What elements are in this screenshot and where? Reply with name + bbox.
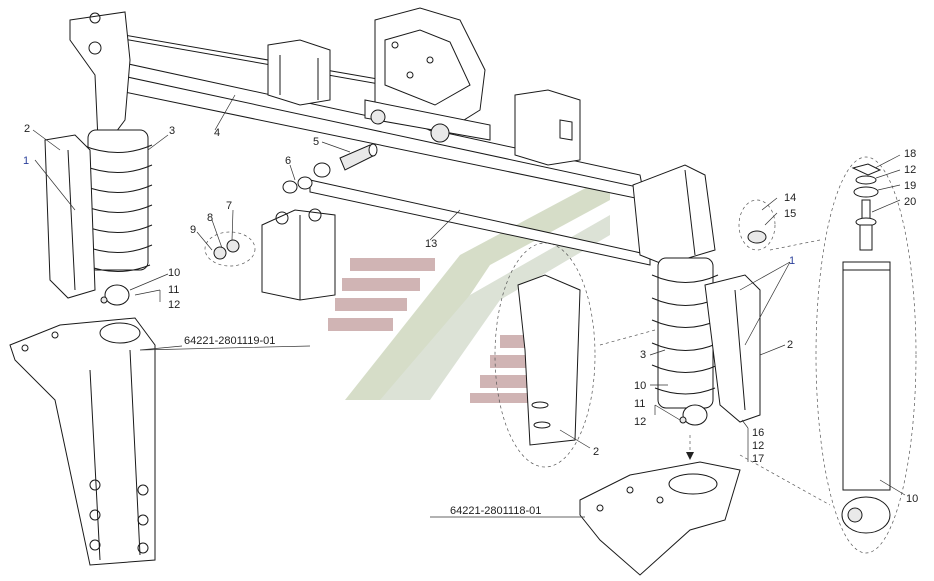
part-number-right-bracket: 64221-2801118-01 bbox=[450, 505, 541, 517]
callout-12-left: 12 bbox=[168, 299, 180, 311]
callout-8: 8 bbox=[207, 212, 213, 224]
callout-12-shock: 12 bbox=[904, 164, 916, 176]
callout-15: 15 bbox=[784, 208, 796, 220]
shock-absorber-detail bbox=[815, 156, 917, 554]
clevis-bracket bbox=[261, 208, 336, 301]
callout-11-right: 11 bbox=[634, 398, 645, 410]
callout-9: 9 bbox=[190, 224, 196, 236]
callout-2-left: 2 bbox=[24, 123, 30, 135]
callout-14: 14 bbox=[784, 192, 796, 204]
callout-7: 7 bbox=[226, 200, 232, 212]
bracket-detail-oval bbox=[494, 242, 596, 468]
callout-1-left: 1 bbox=[23, 155, 29, 167]
callout-1-right: 1 bbox=[789, 255, 795, 267]
callout-12-right-b: 12 bbox=[752, 440, 764, 452]
bushings-part-6 bbox=[282, 162, 331, 194]
nut-assembly-detail bbox=[204, 231, 256, 267]
leader-lines bbox=[32, 94, 906, 518]
callout-3-left: 3 bbox=[169, 125, 175, 137]
lower-cross-tube bbox=[309, 179, 651, 266]
callout-6: 6 bbox=[285, 155, 291, 167]
left-bump-bracket bbox=[44, 134, 96, 299]
part-number-left-bracket: 64221-2801119-01 bbox=[184, 335, 275, 347]
callout-17: 17 bbox=[752, 453, 764, 465]
right-frame-bracket bbox=[579, 435, 741, 576]
left-coil-spring bbox=[81, 129, 153, 306]
callout-16: 16 bbox=[752, 427, 764, 439]
right-buffer-part-15 bbox=[738, 199, 776, 251]
left-frame-bracket bbox=[9, 317, 156, 566]
right-end-plate bbox=[632, 164, 716, 266]
callout-labels: 1 2 3 4 5 6 7 8 9 10 11 12 13 14 15 1 2 … bbox=[23, 123, 918, 517]
left-end-bracket bbox=[69, 11, 131, 141]
callout-2-detail: 2 bbox=[593, 446, 599, 458]
tube-brackets bbox=[267, 7, 581, 166]
right-bump-bracket bbox=[704, 274, 761, 423]
callout-3-right: 3 bbox=[640, 349, 646, 361]
callout-4: 4 bbox=[214, 127, 220, 139]
right-coil-spring bbox=[651, 257, 719, 426]
callout-5: 5 bbox=[313, 136, 319, 148]
callout-10-shock: 10 bbox=[906, 493, 918, 505]
callout-20: 20 bbox=[904, 196, 916, 208]
callout-11-left: 11 bbox=[168, 284, 179, 296]
callout-10-right: 10 bbox=[634, 380, 646, 392]
callout-2-right: 2 bbox=[787, 339, 793, 351]
bolt-part-5 bbox=[339, 143, 378, 171]
callout-13: 13 bbox=[425, 238, 437, 250]
callout-19: 19 bbox=[904, 180, 916, 192]
callout-10-left: 10 bbox=[168, 267, 180, 279]
callout-18: 18 bbox=[904, 148, 916, 160]
callout-12-right: 12 bbox=[634, 416, 646, 428]
